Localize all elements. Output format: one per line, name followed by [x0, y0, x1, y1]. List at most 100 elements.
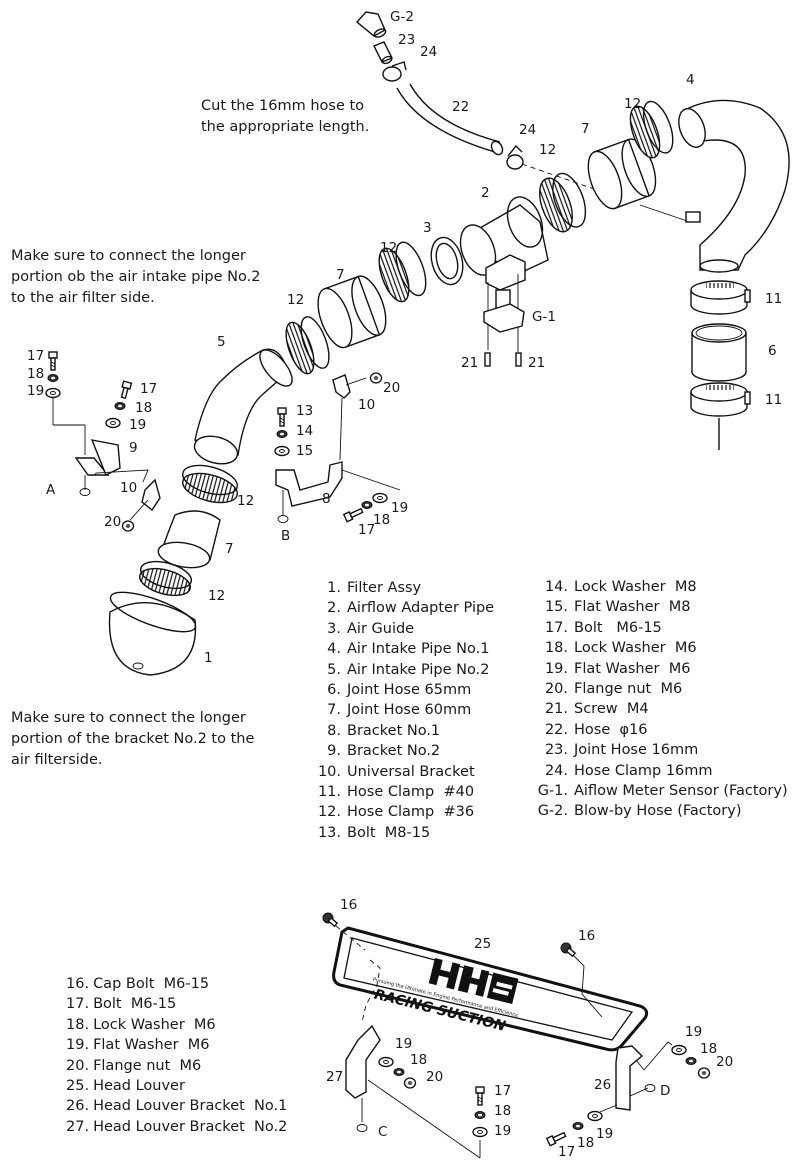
callout-16: 16	[578, 928, 595, 944]
callout-19: 19	[27, 383, 44, 399]
head-louver-bracket-no1	[599, 1041, 673, 1113]
part-number: 27.	[66, 1118, 90, 1135]
callout-7: 7	[225, 541, 234, 557]
part-number: 20.	[66, 1057, 90, 1074]
parts-list-item: 10.Universal Bracket	[303, 762, 494, 782]
part-number: 19.	[544, 660, 568, 677]
part-number: G-2.	[537, 803, 568, 820]
callout-18: 18	[410, 1052, 427, 1068]
callout-24: 24	[519, 122, 536, 138]
callout-25: 25	[474, 936, 491, 952]
part-name: Aiflow Meter Sensor (Factory)	[574, 783, 788, 800]
part-name: Cap Bolt M6-15	[93, 976, 210, 992]
callout-a: A	[46, 482, 56, 498]
part-number: 16.	[66, 976, 90, 992]
lock-washer-m6-b	[47, 374, 59, 382]
part-name: Lock Washer M8	[574, 579, 697, 595]
bolt-m6-b	[48, 351, 58, 371]
part-number: G-1.	[537, 783, 568, 800]
parts-list-item: 5.Air Intake Pipe No.2	[303, 660, 494, 680]
callout-20: 20	[383, 380, 400, 396]
part-number: 3.	[327, 620, 341, 637]
parts-list-item: 19.Flat Washer M6	[66, 1035, 287, 1055]
parts-list-item: 7. Joint Hose 60mm	[303, 700, 494, 720]
part-name: Joint Hose 65mm	[347, 682, 472, 699]
lock-washer-m6-f	[685, 1057, 697, 1065]
part-number: 8.	[327, 722, 341, 739]
callout-8: 8	[322, 491, 331, 507]
callout-19: 19	[391, 500, 408, 516]
bracket-no1	[275, 461, 401, 515]
head-louver-bracket-no2	[345, 1024, 481, 1159]
joint-hose-60mm-c	[157, 510, 221, 569]
hose-clamp-36-d	[285, 316, 330, 375]
parts-list-item: 16.Cap Bolt M6-15	[66, 974, 287, 994]
joint-hose-65mm	[691, 323, 747, 382]
joint-hose-16mm	[373, 41, 393, 65]
part-name: Bolt M8-15	[347, 824, 431, 841]
callout-18: 18	[135, 400, 152, 416]
callout-16: 16	[340, 897, 357, 913]
callout-21: 21	[461, 355, 478, 371]
flange-nut-m6-b	[121, 520, 135, 532]
callout-18: 18	[373, 512, 390, 528]
flat-washer-m6-c	[105, 417, 121, 429]
bolt-m6-a	[342, 507, 364, 523]
callout-15: 15	[296, 443, 313, 459]
lock-washer-m6-a	[361, 501, 373, 509]
callout-13: 13	[296, 403, 313, 419]
part-number: 4.	[327, 641, 341, 658]
note-intake-pipe: Make sure to connect the longer portion …	[11, 246, 260, 309]
part-number: 25.	[66, 1078, 90, 1095]
callout-27: 27	[326, 1069, 343, 1085]
blow-by-hose-g2	[355, 11, 387, 38]
parts-list-item: 12.Hose Clamp #36	[303, 802, 494, 822]
lock-washer-m6-c	[114, 402, 126, 410]
flange-nut-m6-d	[697, 1067, 711, 1079]
parts-list-item: 14.Lock Washer M8	[528, 577, 788, 597]
part-number: 22.	[544, 721, 568, 738]
flat-washer-m6-a	[372, 492, 388, 504]
parts-list-item: 1.Filter Assy	[303, 578, 494, 598]
callout-17: 17	[494, 1083, 511, 1099]
part-number: 20.	[544, 681, 568, 698]
part-number: 7.	[327, 702, 341, 719]
flat-washer-m6-d	[378, 1056, 394, 1068]
part-name: Head Louver Bracket No.1	[93, 1098, 288, 1115]
part-number: 12.	[317, 804, 341, 821]
callout-b: B	[281, 528, 290, 544]
callout-12: 12	[624, 96, 641, 112]
part-name: Joint Hose 60mm	[347, 702, 472, 719]
parts-list-item: 13. Bolt M8-15	[303, 823, 494, 843]
callout-c: C	[378, 1124, 387, 1140]
callout-12: 12	[380, 240, 397, 256]
air-intake-pipe-no2	[193, 348, 293, 465]
part-number: 13.	[317, 824, 341, 841]
part-name: Hose Clamp 16mm	[574, 762, 713, 779]
airflow-adapter-pipe	[459, 196, 549, 352]
part-name: Lock Washer M6	[93, 1016, 216, 1033]
part-name: Flange nut M6	[574, 681, 683, 698]
callout-3: 3	[423, 220, 432, 236]
part-number: 23.	[544, 742, 568, 759]
note-line: portion ob the air intake pipe No.2	[11, 269, 261, 285]
part-number: 1.	[327, 580, 341, 596]
hose-clamp-36-f	[138, 560, 193, 597]
parts-list-item: 19.Flat Washer M6	[528, 659, 788, 679]
lock-washer-m6-g	[572, 1122, 584, 1130]
callout-2: 2	[481, 185, 490, 201]
joint-hose-60mm-a	[587, 138, 657, 210]
callout-12: 12	[539, 142, 556, 158]
part-number: 24.	[544, 762, 568, 779]
callout-17: 17	[140, 381, 157, 397]
callout-19: 19	[395, 1036, 412, 1052]
note-line: the appropriate length.	[201, 119, 370, 135]
parts-list-item: G-1. Aiflow Meter Sensor (Factory)	[528, 781, 788, 801]
callout-21: 21	[528, 355, 545, 371]
part-name: Flat Washer M6	[93, 1037, 210, 1054]
lock-washer-m6-e	[474, 1111, 486, 1119]
parts-list-item: 20.Flange nut M6	[66, 1056, 287, 1076]
